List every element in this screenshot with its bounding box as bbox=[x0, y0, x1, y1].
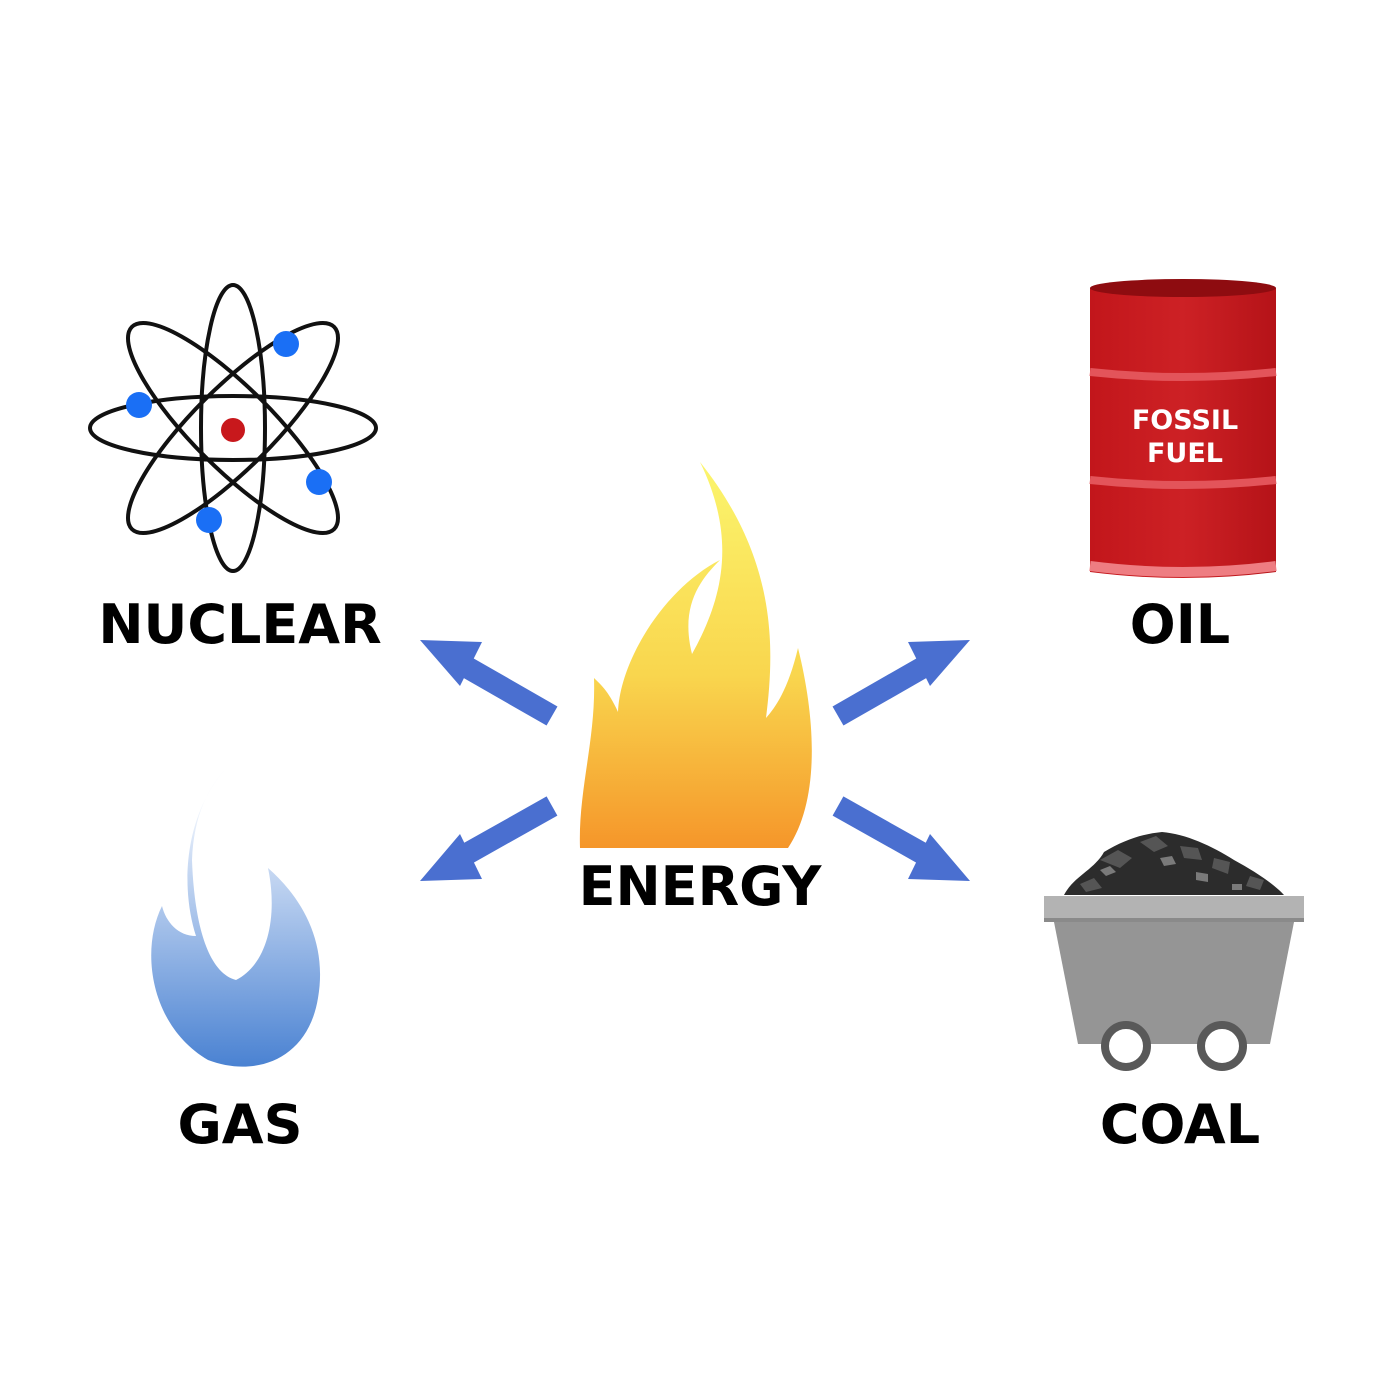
gas-label: GAS bbox=[177, 1093, 303, 1156]
nucleus-icon bbox=[221, 418, 245, 442]
fire-icon bbox=[579, 462, 812, 848]
energy-label: ENERGY bbox=[578, 855, 822, 918]
atom-icon bbox=[88, 283, 378, 573]
coal-cart-icon bbox=[1044, 832, 1304, 1071]
barrel-text-line1: FOSSIL bbox=[1132, 405, 1238, 436]
electron-icon bbox=[306, 469, 332, 495]
gas-flame-icon bbox=[151, 752, 321, 1067]
arrow-to-oil bbox=[832, 640, 970, 726]
electron-icon bbox=[196, 507, 222, 533]
oil-barrel-icon: FOSSIL FUEL bbox=[1089, 279, 1277, 578]
coal-label: COAL bbox=[1099, 1093, 1261, 1156]
electron-icon bbox=[273, 331, 299, 357]
barrel-text-line2: FUEL bbox=[1147, 438, 1223, 469]
oil-label: OIL bbox=[1129, 593, 1231, 656]
arrow-to-coal bbox=[832, 796, 970, 881]
arrow-to-gas bbox=[420, 796, 558, 881]
arrow-to-nuclear bbox=[420, 640, 558, 726]
electron-icon bbox=[126, 392, 152, 418]
nuclear-label: NUCLEAR bbox=[98, 593, 382, 656]
